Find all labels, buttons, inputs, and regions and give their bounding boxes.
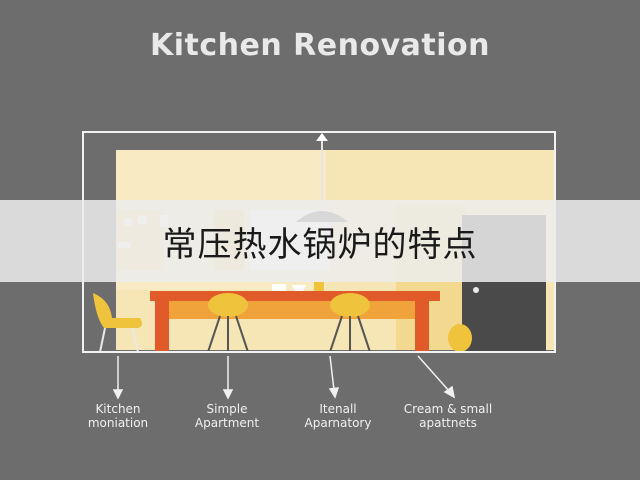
- door-handle: [473, 287, 479, 293]
- label-line: Cream & small: [403, 402, 493, 416]
- stool: [329, 293, 371, 353]
- label-simple-apartment: Simple Apartment: [167, 402, 287, 430]
- label-line: Kitchen: [95, 402, 141, 416]
- chair: [93, 293, 143, 328]
- ceiling-mount: [316, 133, 328, 141]
- label-line: Aparnatory: [304, 416, 372, 430]
- vase: [448, 324, 472, 352]
- kitchen-table: [150, 291, 440, 301]
- label-line: Simple: [206, 402, 248, 416]
- label-line: moniation: [87, 416, 149, 430]
- arrow-head: [112, 389, 124, 400]
- page-title: Kitchen Renovation: [150, 28, 490, 63]
- label-line: apattnets: [419, 416, 477, 430]
- label-itenall: Itenall Aparnatory: [278, 402, 398, 430]
- label-line: Itenall: [319, 402, 357, 416]
- title-banner: 常压热水锅炉的特点: [0, 200, 640, 282]
- stool: [207, 293, 249, 353]
- label-kitchen: Kitchen moniation: [58, 402, 178, 430]
- label-line: Apartment: [194, 416, 260, 430]
- banner-text: 常压热水锅炉的特点: [162, 224, 478, 265]
- label-cream-small: Cream & small apattnets: [388, 402, 508, 430]
